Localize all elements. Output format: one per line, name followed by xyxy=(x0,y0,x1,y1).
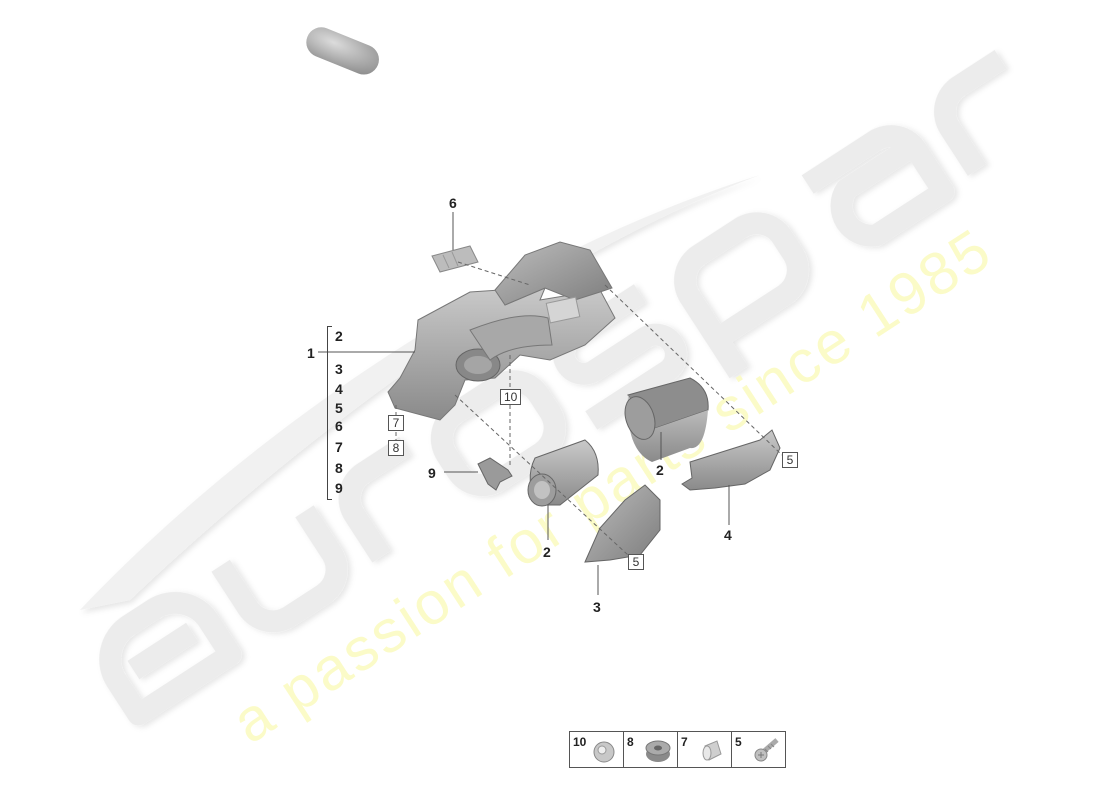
boxref-8: 8 xyxy=(388,440,404,456)
legend-cell-7: 7 xyxy=(678,732,732,767)
list-item: 8 xyxy=(335,460,343,476)
legend-number: 5 xyxy=(735,735,742,749)
part-2-filter-left xyxy=(527,439,599,507)
boxref-5-right: 5 xyxy=(782,452,798,468)
part-6-seal-plate xyxy=(431,245,479,273)
legend-number: 7 xyxy=(681,735,688,749)
list-item: 6 xyxy=(335,418,343,434)
screw-icon xyxy=(754,738,779,762)
list-item: 7 xyxy=(335,439,343,455)
grommet-icon xyxy=(593,741,615,763)
part-2-filter-right xyxy=(624,377,709,462)
legend-number: 8 xyxy=(627,735,634,749)
legend-cell-10: 10 xyxy=(570,732,624,767)
list-item: 5 xyxy=(335,400,343,416)
sleeve-icon xyxy=(702,740,722,761)
part-4-cover xyxy=(681,429,781,491)
list-item: 3 xyxy=(335,361,343,377)
callout-4: 4 xyxy=(724,527,732,543)
list-item: 4 xyxy=(335,381,343,397)
bushing-icon xyxy=(645,740,671,762)
callout-9: 9 xyxy=(428,465,436,481)
list-item: 9 xyxy=(335,480,343,496)
part-9-bracket xyxy=(477,457,513,491)
callout-2-right: 2 xyxy=(656,462,664,478)
callout-1: 1 xyxy=(307,345,315,361)
legend-cell-5: 5 xyxy=(732,732,785,767)
callout-3: 3 xyxy=(593,599,601,615)
legend-number: 10 xyxy=(573,735,587,749)
capsule-part xyxy=(306,27,379,75)
legend-cell-8: 8 xyxy=(624,732,678,767)
callout-2-left: 2 xyxy=(543,544,551,560)
list-item: 2 xyxy=(335,328,343,344)
callout-6: 6 xyxy=(449,195,457,211)
part-1-housing xyxy=(387,241,616,421)
part-3-cover xyxy=(584,484,661,563)
boxref-10: 10 xyxy=(500,389,522,405)
bracket-line xyxy=(327,326,332,500)
hardware-legend: 10 8 7 5 xyxy=(569,731,786,768)
boxref-5-bottom: 5 xyxy=(628,554,644,570)
boxref-7: 7 xyxy=(388,415,404,431)
